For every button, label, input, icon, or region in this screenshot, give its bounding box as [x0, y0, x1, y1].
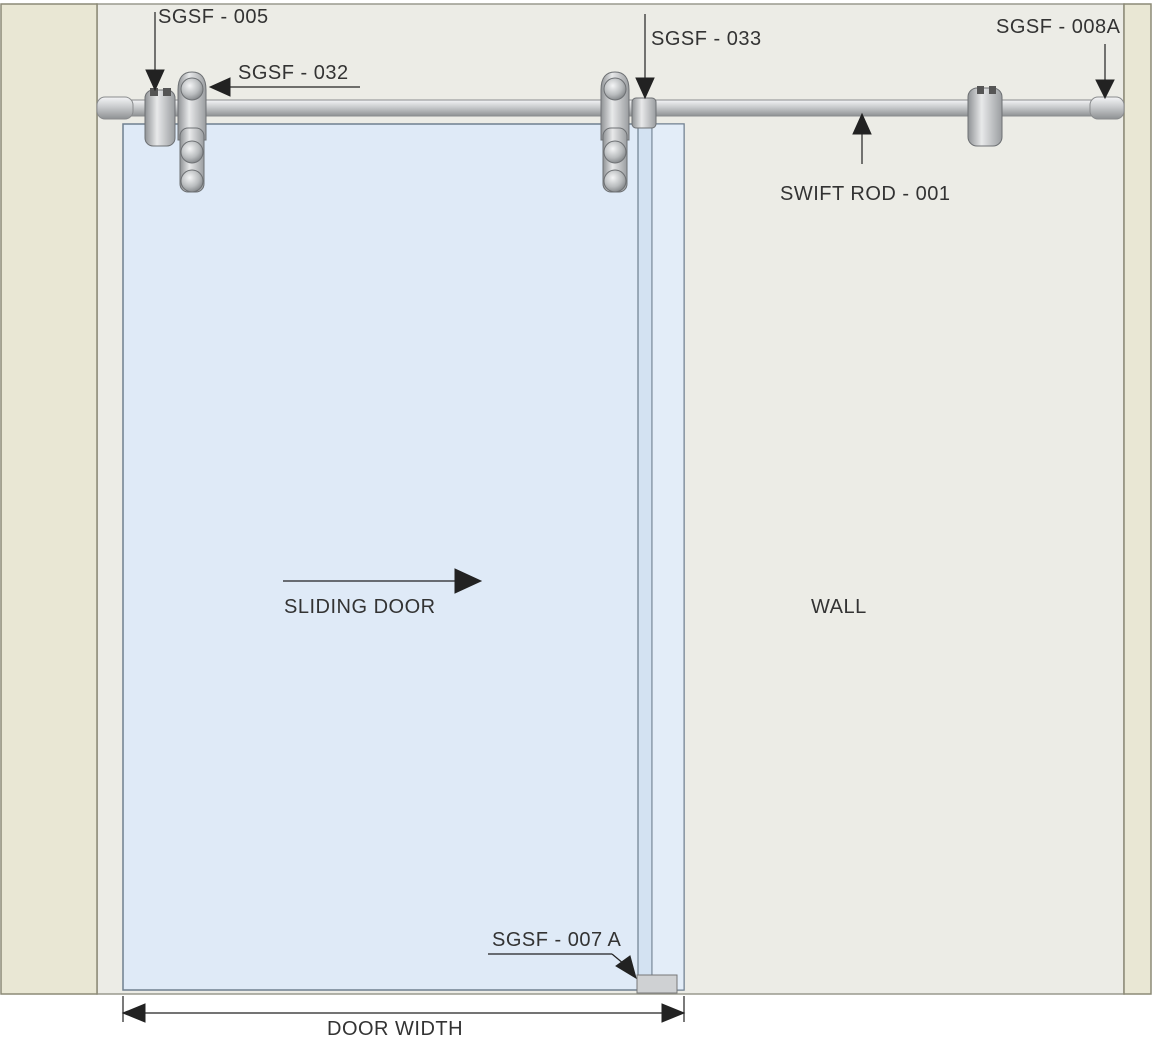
- label-sliding-door: SLIDING DOOR: [284, 596, 436, 618]
- label-sgsf-007a: SGSF - 007 A: [492, 929, 622, 951]
- label-wall: WALL: [811, 596, 867, 618]
- label-sgsf-032: SGSF - 032: [238, 62, 349, 84]
- label-sgsf-033: SGSF - 033: [651, 28, 762, 50]
- label-sgsf-005: SGSF - 005: [158, 6, 269, 28]
- right-wall-bracket: [967, 86, 1003, 147]
- sliding-door-glass: [122, 123, 685, 991]
- glass-connector: [631, 97, 657, 129]
- label-swift-rod: SWIFT ROD - 001: [780, 183, 951, 205]
- right-jamb: [1123, 3, 1152, 995]
- left-roller-hanger: [177, 71, 207, 193]
- left-wall-bracket: [144, 88, 176, 147]
- floor-guide: [636, 974, 678, 994]
- fixed-glass-strip: [637, 123, 653, 991]
- left-jamb: [0, 3, 98, 995]
- rod-end-right: [1089, 96, 1125, 120]
- fixed-glass-strip-right: [651, 123, 685, 991]
- label-sgsf-008a: SGSF - 008A: [996, 16, 1121, 38]
- leader-arrows: [121, 12, 1115, 1023]
- right-roller-hanger: [600, 71, 630, 193]
- label-door-width: DOOR WIDTH: [327, 1018, 464, 1040]
- rod-end-left: [96, 96, 134, 120]
